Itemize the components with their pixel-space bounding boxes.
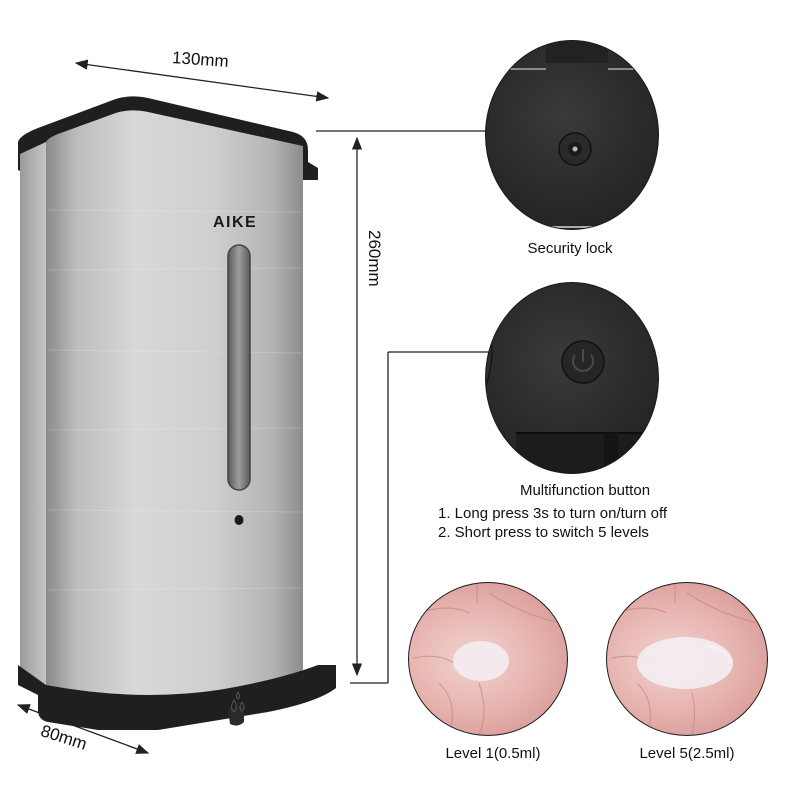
multifunction-button-caption: Multifunction button (519, 482, 651, 499)
power-icon (572, 349, 594, 372)
dispenser-body-graphic (18, 96, 336, 730)
security-lock-detail (485, 40, 659, 230)
multifunction-button-detail (485, 282, 659, 474)
multifunction-button-graphic (486, 332, 658, 473)
security-lock-caption: Security lock (527, 240, 613, 257)
instruction-item: 1. Long press 3s to turn on/turn off (438, 505, 668, 522)
level-5-photo (606, 582, 768, 736)
hand-foam-graphic (413, 583, 560, 735)
width-dimension-arrow (74, 59, 330, 102)
keyhole-icon (572, 146, 578, 152)
security-lock-graphic (486, 41, 658, 228)
level-1-caption: Level 1(0.5ml) (445, 745, 541, 762)
instruction-item: 2. Short press to switch 5 levels (438, 524, 649, 541)
height-dimension-label: 260mm (365, 230, 384, 287)
instruction-list: 1. Long press 3s to turn on/turn off 2. … (438, 504, 667, 542)
hand-foam-graphic (611, 583, 758, 735)
level-1-photo (408, 582, 568, 736)
level-5-caption: Level 5(2.5ml) (639, 745, 735, 762)
brand-logo: AIKE (213, 214, 258, 231)
width-dimension-label: 130mm (171, 48, 230, 71)
soap-dispenser: AIKE (18, 90, 338, 730)
droplets-icon (231, 691, 245, 713)
height-dimension-arrow (316, 130, 490, 684)
